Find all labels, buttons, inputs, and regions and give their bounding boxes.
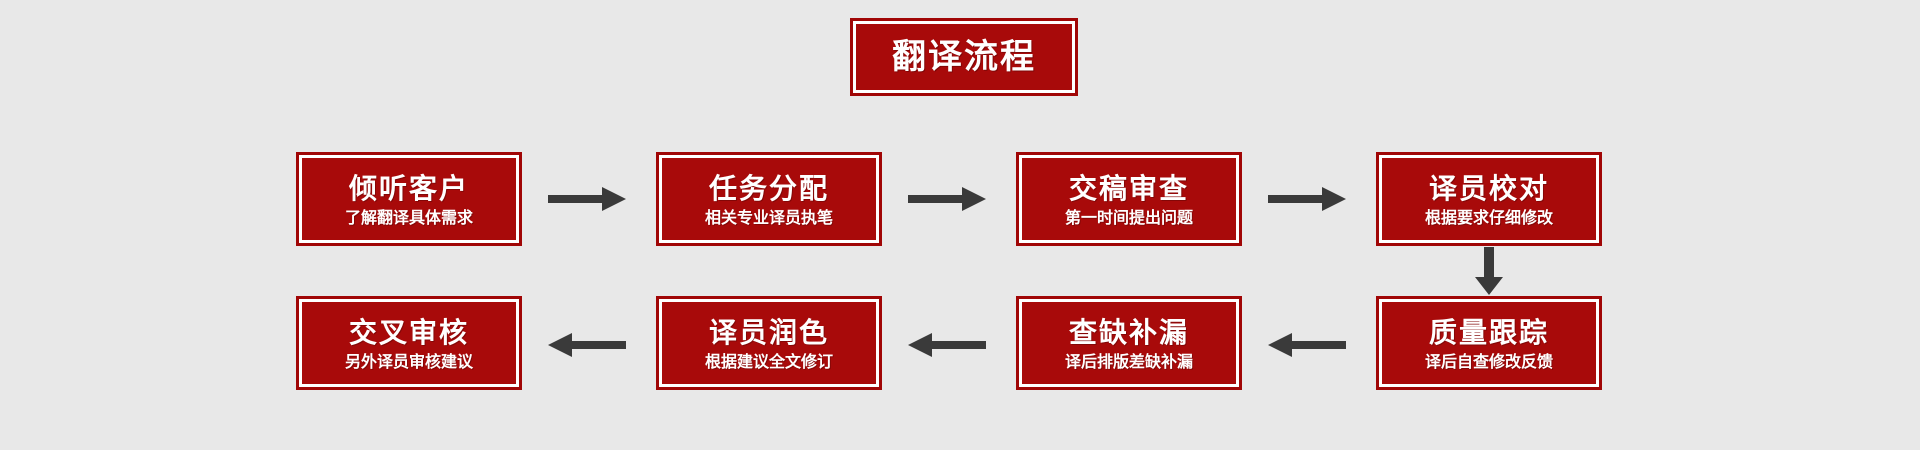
step-4-subtitle: 根据要求仔细修改	[1424, 207, 1553, 227]
arrow-down-icon-step4-to-step5	[1474, 247, 1504, 295]
flowchart-title-text: 翻译流程	[892, 37, 1036, 77]
step-4-title: 译员校对	[1428, 171, 1549, 205]
arrow-right-icon-step1-to-step2	[548, 186, 626, 212]
step-node-2-task-assignment: 任务分配 相关专业译员执笔	[656, 152, 882, 246]
arrow-left-icon-step7-to-step8	[548, 332, 626, 358]
step-8-title: 交叉审核	[348, 315, 469, 349]
arrow-right-icon-step3-to-step4	[1268, 186, 1346, 212]
step-3-subtitle: 第一时间提出问题	[1064, 207, 1193, 227]
step-node-6-gap-check: 查缺补漏 译后排版差缺补漏	[1016, 296, 1242, 390]
step-node-5-quality-tracking: 质量跟踪 译后自查修改反馈	[1376, 296, 1602, 390]
step-8-subtitle: 另外译员审核建议	[344, 351, 473, 371]
step-node-4-translator-proofreading: 译员校对 根据要求仔细修改	[1376, 152, 1602, 246]
arrow-right-icon-step2-to-step3	[908, 186, 986, 212]
step-node-3-submission-review: 交稿审查 第一时间提出问题	[1016, 152, 1242, 246]
step-1-subtitle: 了解翻译具体需求	[344, 207, 473, 227]
step-6-title: 查缺补漏	[1068, 315, 1189, 349]
arrow-left-icon-step6-to-step7	[908, 332, 986, 358]
step-2-subtitle: 相关专业译员执笔	[704, 207, 833, 227]
step-6-subtitle: 译后排版差缺补漏	[1064, 351, 1193, 371]
step-7-subtitle: 根据建议全文修订	[704, 351, 833, 371]
step-7-title: 译员润色	[708, 315, 829, 349]
arrow-left-icon-step5-to-step6	[1268, 332, 1346, 358]
step-2-title: 任务分配	[708, 171, 829, 205]
step-node-8-cross-review: 交叉审核 另外译员审核建议	[296, 296, 522, 390]
step-3-title: 交稿审查	[1068, 171, 1189, 205]
step-node-7-translator-polishing: 译员润色 根据建议全文修订	[656, 296, 882, 390]
step-5-title: 质量跟踪	[1428, 315, 1549, 349]
step-1-title: 倾听客户	[348, 171, 469, 205]
step-node-1-listen-to-client: 倾听客户 了解翻译具体需求	[296, 152, 522, 246]
step-5-subtitle: 译后自查修改反馈	[1424, 351, 1553, 371]
flowchart-title-box: 翻译流程	[850, 18, 1078, 96]
